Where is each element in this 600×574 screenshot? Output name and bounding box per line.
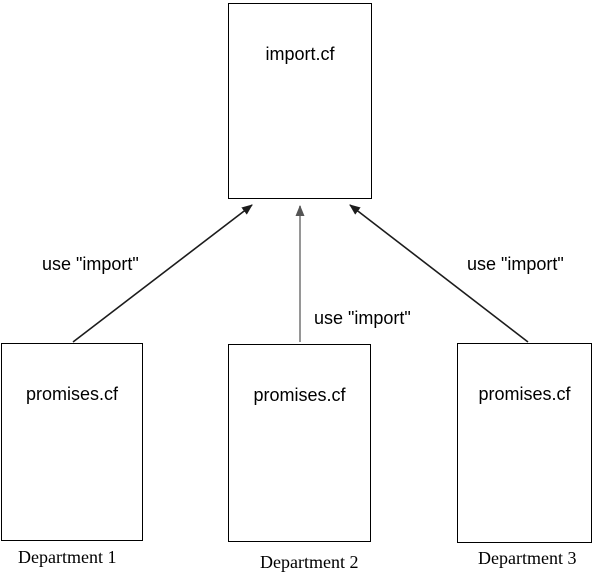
edge-label-use-import-2: use "import" — [314, 308, 411, 328]
node-promises-label-2: promises.cf — [253, 385, 346, 405]
node-promises-label-3: promises.cf — [478, 384, 571, 404]
node-promises-cf-dept3: promises.cf — [457, 343, 592, 543]
node-promises-label-1: promises.cf — [25, 384, 119, 404]
caption-department-1: Department 1 — [18, 547, 117, 567]
caption-department-3: Department 3 — [478, 548, 577, 568]
node-promises-cf-dept1: promises.cf — [1, 343, 143, 541]
caption-department-2: Department 2 — [260, 552, 359, 572]
edge-label-use-import-1: use "import" — [42, 254, 139, 274]
node-import-cf: import.cf — [228, 3, 372, 199]
node-import-label: import.cf — [265, 44, 335, 64]
node-promises-cf-dept2: promises.cf — [228, 344, 371, 542]
edge-label-use-import-3: use "import" — [467, 254, 564, 274]
